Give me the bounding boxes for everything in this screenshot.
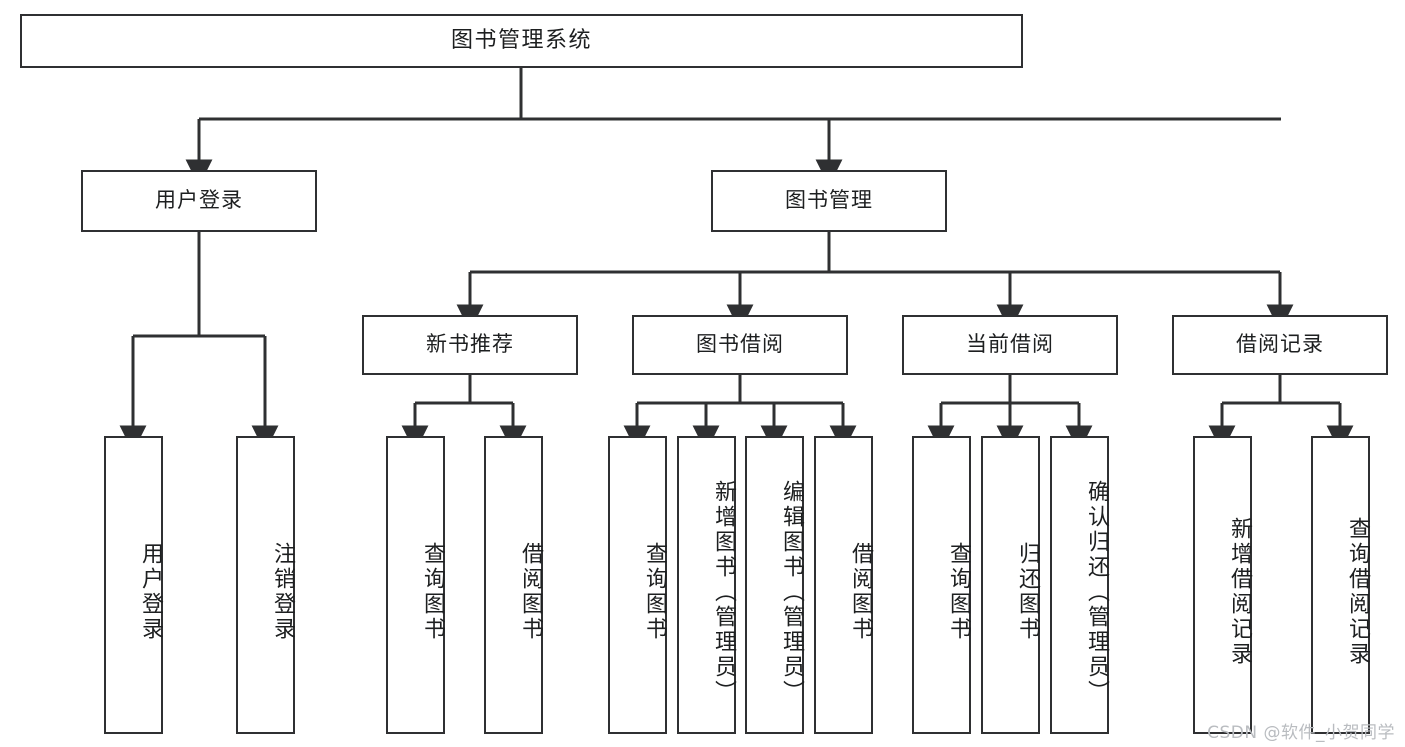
leaf-borrow-book[interactable]: 借阅图书 [814, 436, 873, 734]
leaf-edit-book-admin[interactable]: 编辑图书（管理员） [745, 436, 804, 734]
leaf-query-book-borrow[interactable]: 查询图书 [608, 436, 667, 734]
leaf-user-login[interactable]: 用户登录 [104, 436, 163, 734]
node-new-book-recommend[interactable]: 新书推荐 [362, 315, 578, 375]
node-label: 借阅图书 [848, 542, 873, 642]
leaf-confirm-return-admin[interactable]: 确认归还（管理员） [1050, 436, 1109, 734]
leaf-return-book[interactable]: 归还图书 [981, 436, 1040, 734]
node-label: 用户登录 [138, 542, 163, 642]
node-label: 查询借阅记录 [1345, 517, 1370, 667]
leaf-add-borrow-record[interactable]: 新增借阅记录 [1193, 436, 1252, 734]
node-label: 注销登录 [270, 542, 295, 642]
node-book-management[interactable]: 图书管理 [711, 170, 947, 232]
node-label: 图书管理系统 [450, 27, 592, 53]
watermark: CSDN @软件_小贺同学 [1207, 723, 1395, 743]
leaf-query-book-current[interactable]: 查询图书 [912, 436, 971, 734]
node-label: 当前借阅 [966, 332, 1054, 357]
node-label: 图书管理 [785, 188, 873, 213]
node-label: 图书借阅 [696, 332, 784, 357]
node-label: 借阅记录 [1236, 332, 1324, 357]
leaf-borrow-book-recommend[interactable]: 借阅图书 [484, 436, 543, 734]
node-label: 新增借阅记录 [1227, 517, 1252, 667]
node-label: 用户登录 [155, 188, 243, 213]
node-label: 查询图书 [946, 542, 971, 642]
node-label: 借阅图书 [518, 542, 543, 642]
node-user-login[interactable]: 用户登录 [81, 170, 317, 232]
node-label: 编辑图书（管理员） [779, 479, 804, 705]
node-current-borrow[interactable]: 当前借阅 [902, 315, 1118, 375]
node-label: 查询图书 [642, 542, 667, 642]
node-label: 归还图书 [1015, 542, 1040, 642]
leaf-query-borrow-record[interactable]: 查询借阅记录 [1311, 436, 1370, 734]
node-borrow-record[interactable]: 借阅记录 [1172, 315, 1388, 375]
node-label: 新书推荐 [426, 332, 514, 357]
leaf-query-book-recommend[interactable]: 查询图书 [386, 436, 445, 734]
node-label: 确认归还（管理员） [1084, 479, 1109, 705]
node-book-borrow[interactable]: 图书借阅 [632, 315, 848, 375]
leaf-logout[interactable]: 注销登录 [236, 436, 295, 734]
node-label: 新增图书（管理员） [711, 479, 736, 705]
node-label: 查询图书 [420, 542, 445, 642]
node-root-system[interactable]: 图书管理系统 [20, 14, 1023, 68]
leaf-add-book-admin[interactable]: 新增图书（管理员） [677, 436, 736, 734]
